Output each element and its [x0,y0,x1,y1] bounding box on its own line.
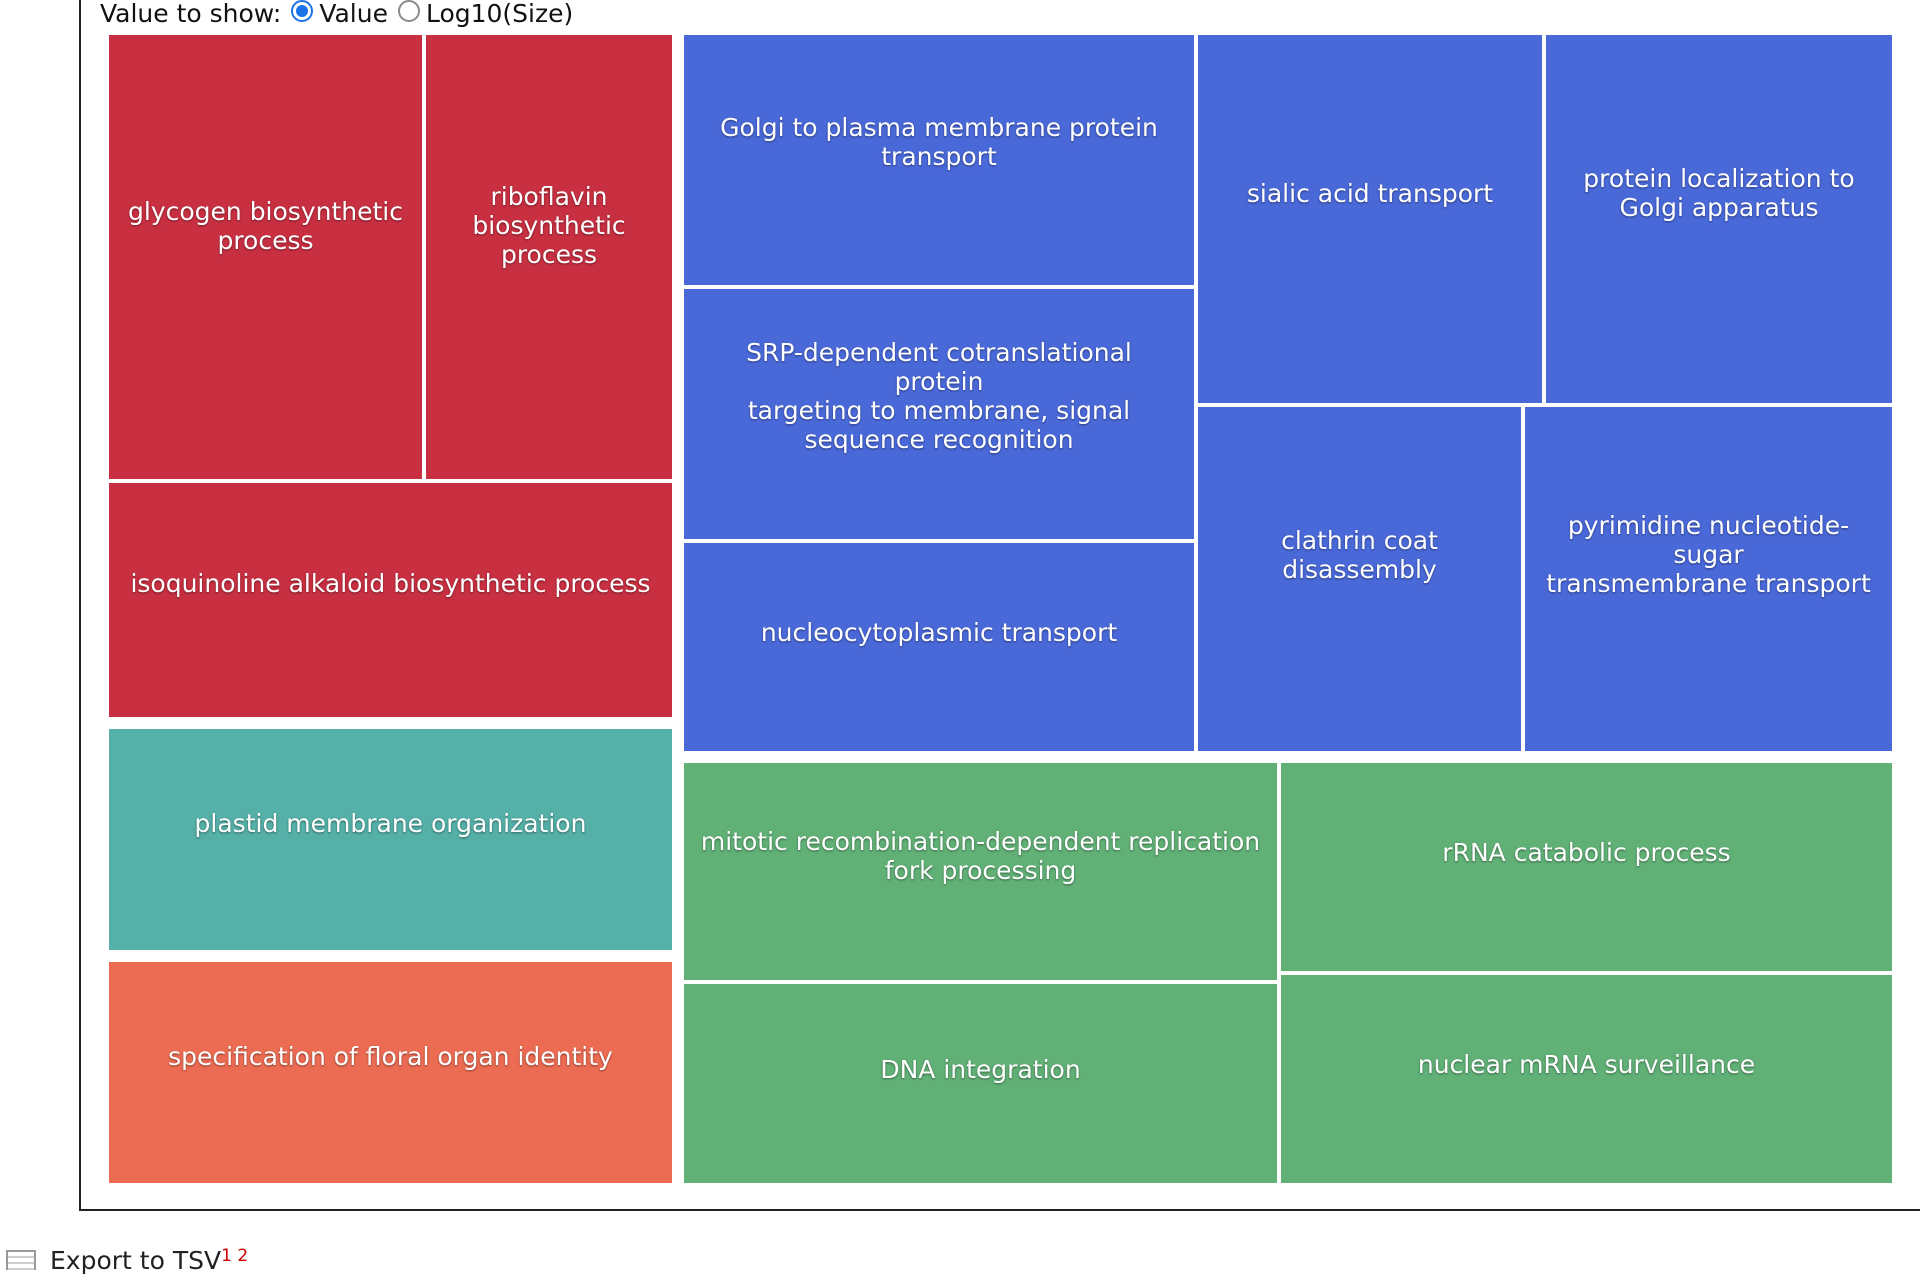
export-to-tsv-link[interactable]: Export to TSV [50,1246,222,1275]
treemap-cell[interactable]: mitotic recombination-dependent replicat… [682,761,1279,982]
value-to-show-label: Value to show: [100,0,282,28]
treemap-cell[interactable]: specification of floral organ identity [107,960,674,1185]
treemap-cell[interactable]: rRNA catabolic process [1279,761,1894,973]
export-footnote-2[interactable]: 2 [237,1246,249,1266]
treemap-cell[interactable]: isoquinoline alkaloid biosynthetic proce… [107,481,674,719]
treemap-cell-label: sialic acid transport [1246,178,1494,208]
treemap-cell-label: isoquinoline alkaloid biosynthetic proce… [130,569,651,598]
treemap-cell-label: DNA integration [880,1055,1081,1084]
export-footnote-1[interactable]: 1 [221,1246,232,1266]
treemap-cell[interactable]: nucleocytoplasmic transport [682,541,1196,753]
chart-frame [79,0,1920,1211]
log10-size-radio-button[interactable] [397,0,420,22]
treemap-cell-label: mitotic recombination-dependent replicat… [700,827,1261,885]
value-to-show-control: Value to show: Value Log10(Size) [100,0,573,30]
treemap-cell[interactable]: DNA integration [682,982,1279,1185]
value-radio-label[interactable]: Value [319,0,388,28]
treemap-cell-label: rRNA catabolic process [1442,837,1731,867]
treemap-cell-label: specification of floral organ identity [168,1042,613,1071]
export-to-tsv[interactable]: Export to TSV 1 2 [6,1246,248,1275]
document-icon [6,1250,36,1270]
log10-size-radio-label[interactable]: Log10(Size) [425,0,574,28]
treemap-cell-label: plastid membrane organization [194,809,587,838]
treemap-cell[interactable]: nuclear mRNA surveillance [1279,973,1894,1185]
value-radio-button[interactable] [291,0,314,22]
treemap-cell-label: nucleocytoplasmic transport [760,617,1118,647]
treemap-cell[interactable]: plastid membrane organization [107,727,674,952]
treemap-cell-label: nuclear mRNA surveillance [1417,1049,1756,1079]
treemap-cell[interactable]: sialic acid transport [1196,33,1544,405]
